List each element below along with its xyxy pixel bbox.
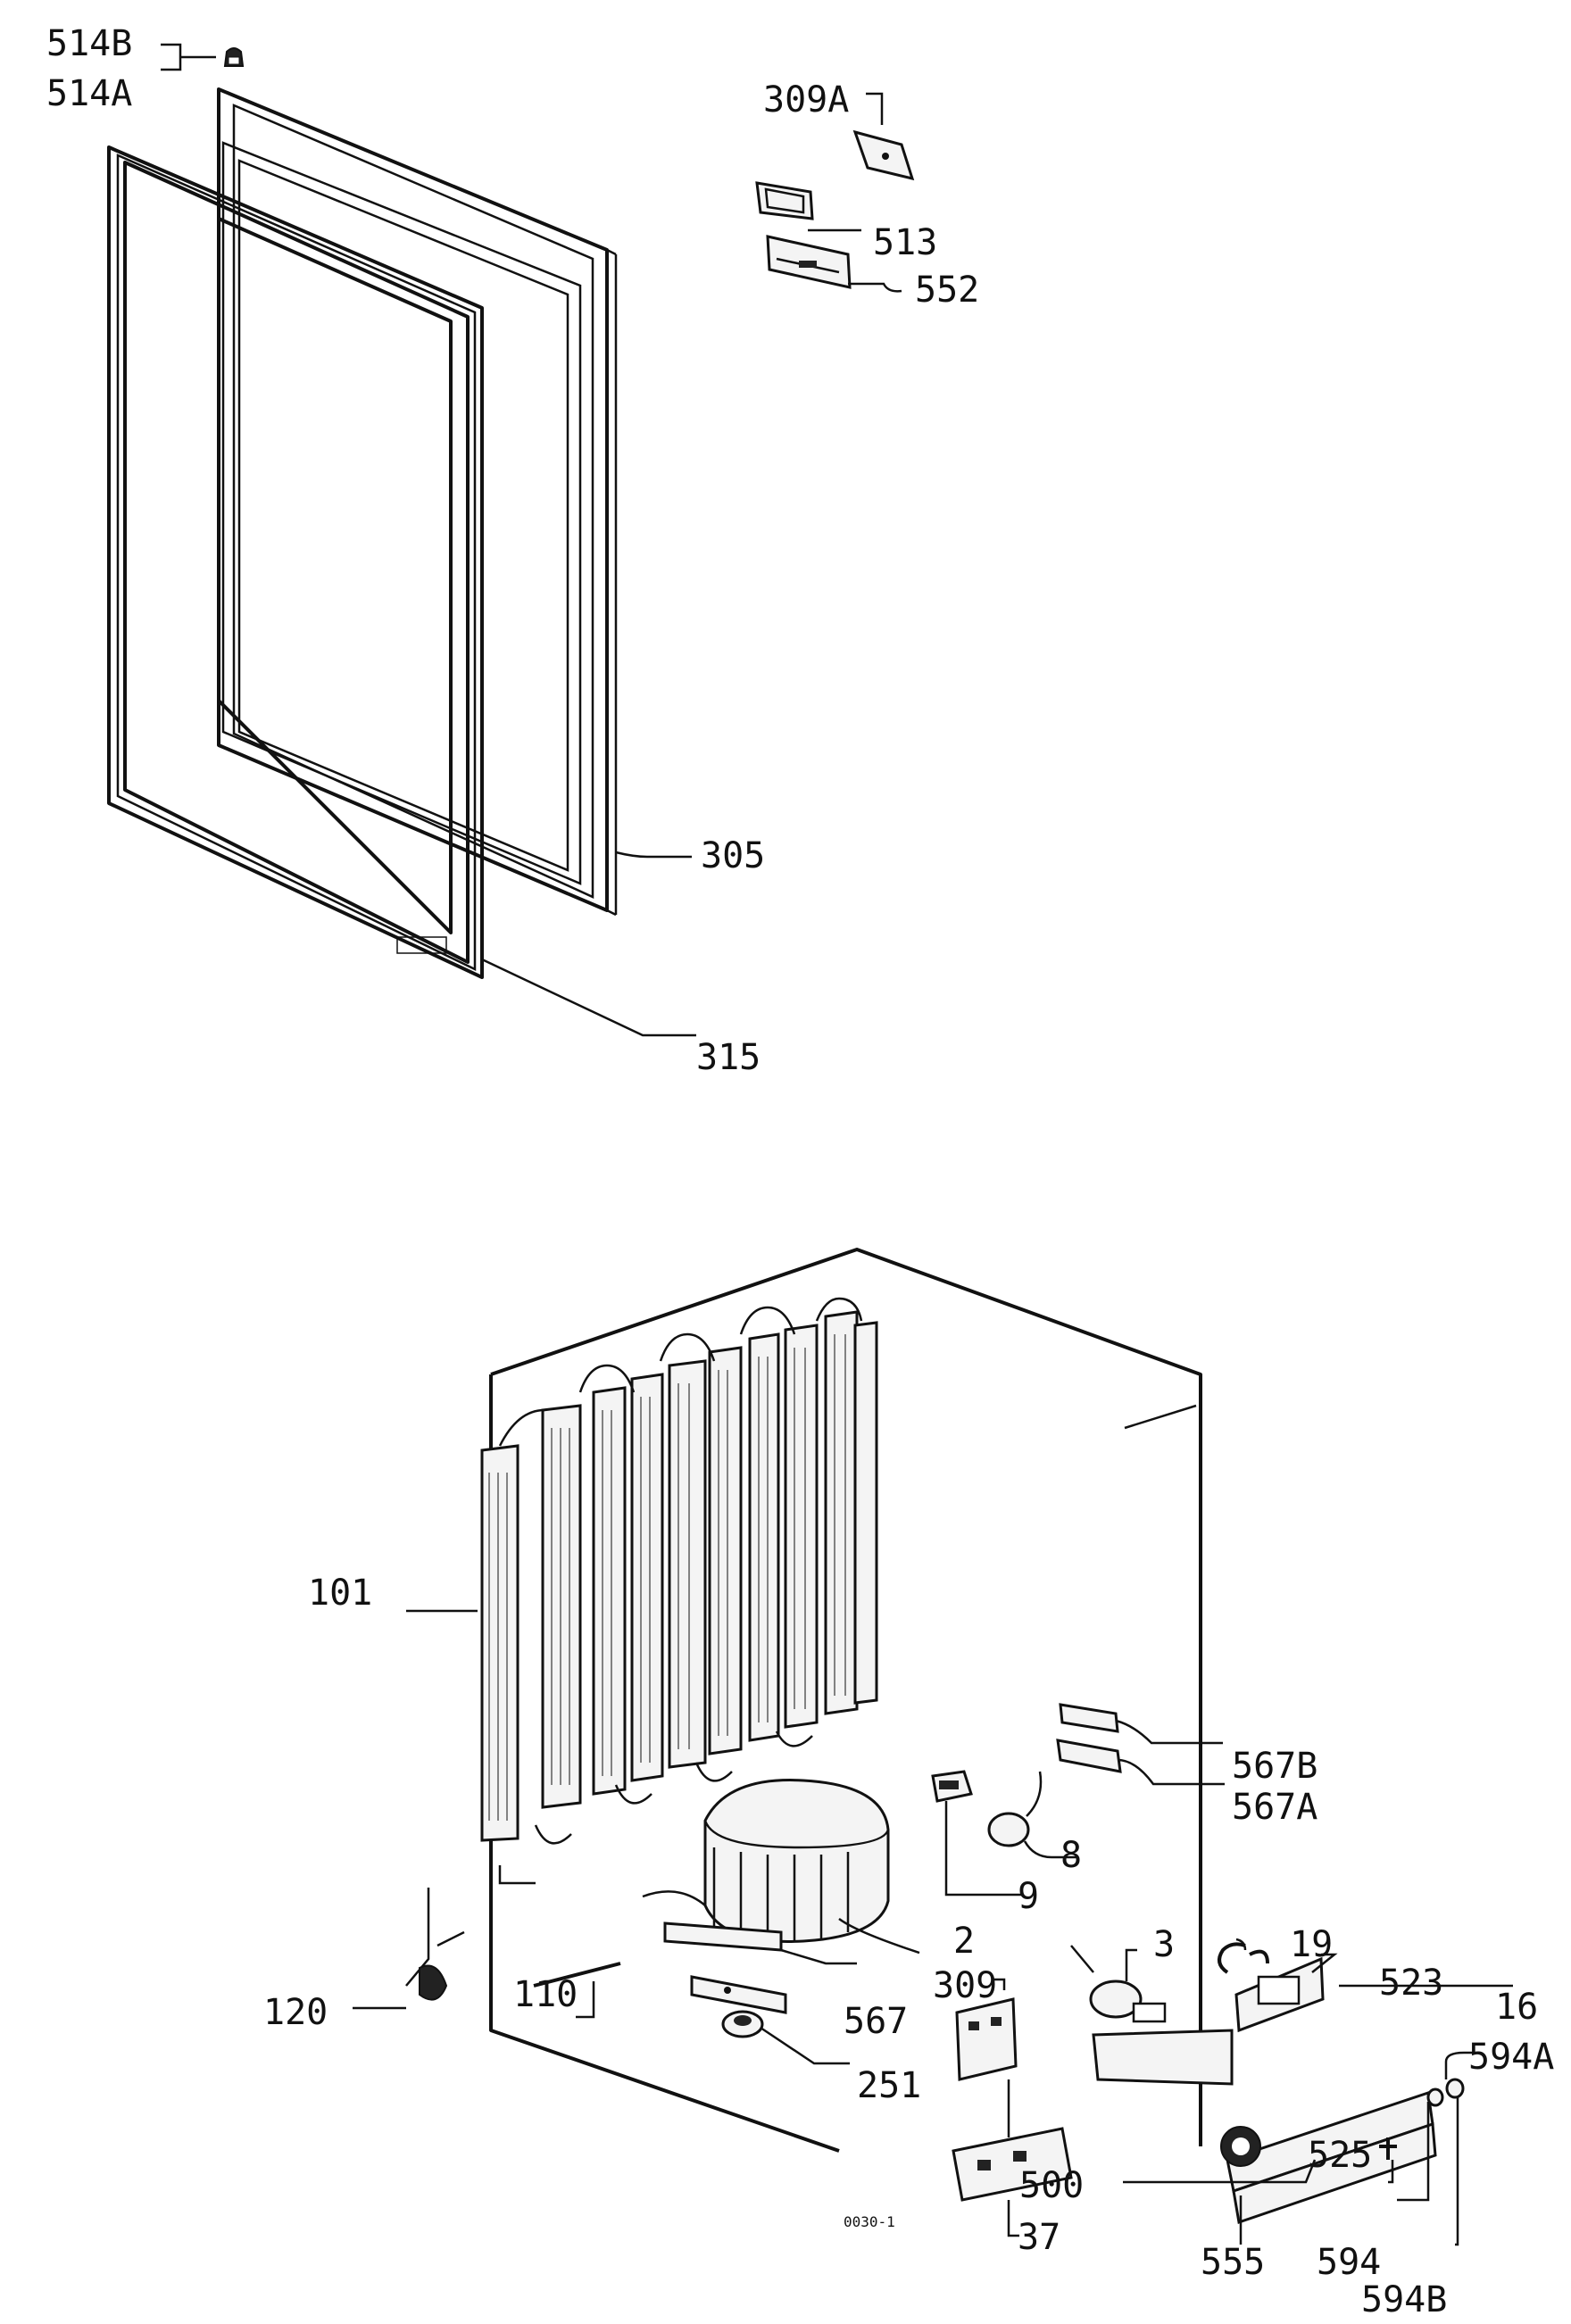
cabinet-assembly: 0030-1	[405, 1248, 1465, 2230]
label-514A: 514A	[46, 73, 132, 114]
label-309: 309	[933, 1965, 997, 2006]
door-gasket	[107, 145, 484, 979]
gasket-stamp	[396, 936, 447, 954]
cabinet-stamp: 0030-1	[844, 2213, 895, 2230]
label-309A: 309A	[763, 79, 849, 120]
label-567B: 567B	[1232, 1746, 1317, 1787]
label-9: 9	[1018, 1876, 1039, 1917]
washer-594B	[1426, 2087, 1444, 2107]
label-110: 110	[513, 1974, 578, 2015]
screw-525	[1379, 2137, 1397, 2160]
label-567A: 567A	[1232, 1787, 1317, 1828]
cable-clip	[1218, 1942, 1269, 1974]
label-37: 37	[1018, 2217, 1060, 2258]
label-19: 19	[1290, 1924, 1333, 1965]
washer-594A	[1445, 2078, 1465, 2099]
label-555: 555	[1201, 2242, 1265, 2283]
door-assembly	[107, 43, 618, 979]
tube-connector	[405, 1888, 465, 2001]
terminal-block	[952, 2127, 1073, 2202]
label-523: 523	[1379, 1963, 1443, 2004]
condenser	[480, 1297, 878, 1885]
thermostat	[1070, 1945, 1234, 2086]
relay	[931, 1770, 973, 1803]
compressor	[642, 1779, 890, 2014]
label-500: 500	[1019, 2165, 1084, 2206]
hinge-cover-513	[755, 181, 814, 220]
label-525: 525	[1308, 2135, 1372, 2176]
label-251: 251	[857, 2065, 921, 2106]
label-513: 513	[873, 222, 937, 263]
bracket-567B	[1059, 1703, 1119, 1733]
leader-lines	[353, 92, 1513, 2246]
label-594B: 594B	[1361, 2279, 1447, 2320]
label-594: 594	[1317, 2242, 1381, 2283]
label-16: 16	[1495, 1987, 1538, 2028]
rubber-grommet	[721, 2010, 764, 2038]
switch-309	[955, 1997, 1018, 2081]
hinge-plate-309A	[852, 129, 915, 181]
cabinet-stamp-text: 0030-1	[844, 2213, 895, 2230]
capillary-tube	[533, 1962, 621, 1988]
control-panel	[1220, 2091, 1437, 2224]
bracket-567A	[1056, 1739, 1122, 1773]
label-567: 567	[844, 2001, 908, 2042]
label-552: 552	[915, 270, 979, 311]
label-514B: 514B	[46, 23, 132, 64]
label-315: 315	[696, 1037, 761, 1078]
label-594A: 594A	[1468, 2037, 1554, 2078]
door-panel	[217, 87, 618, 917]
label-120: 120	[263, 1992, 328, 2033]
label-2: 2	[953, 1921, 975, 1962]
part-labels: 514B 514A 309A 513 552 305 315 101 567B …	[46, 23, 1554, 2320]
label-8: 8	[1060, 1835, 1082, 1876]
hinge-parts	[755, 129, 915, 289]
lamp-holder	[1234, 1956, 1325, 2033]
thermal-protector	[987, 1771, 1043, 1847]
hinge-block-552	[766, 235, 852, 289]
label-305: 305	[701, 835, 765, 876]
hinge-cap	[223, 47, 245, 67]
label-101: 101	[308, 1573, 372, 1614]
label-3: 3	[1153, 1924, 1175, 1965]
